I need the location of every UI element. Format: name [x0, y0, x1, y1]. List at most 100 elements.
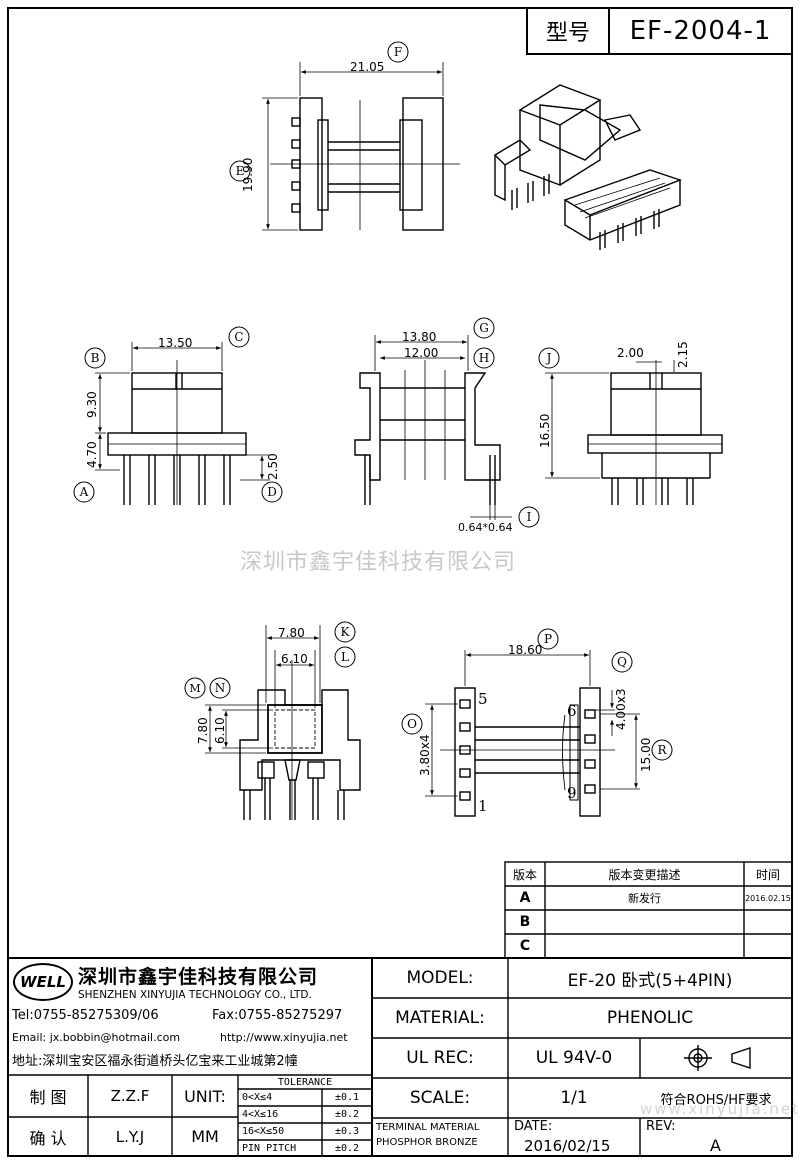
checked-by-label: 确 认 — [29, 1128, 67, 1148]
top-view — [262, 62, 460, 231]
rev-row-a-date: 2016.02.15 — [745, 893, 791, 903]
company-tel: Tel:0755-85275309/06 — [12, 1008, 159, 1023]
callout-c: C — [234, 330, 244, 344]
sheet-border — [7, 7, 793, 1157]
dim-front-h3: 2.50 — [266, 453, 280, 480]
scale-label: SCALE: — [409, 1088, 471, 1108]
front-view — [95, 342, 270, 505]
dim-pcb-pitch-right: 4.00x3 — [614, 688, 628, 730]
company-fax: Fax:0755-85275297 — [212, 1008, 343, 1023]
callout-f: F — [393, 45, 403, 59]
tol-range-1: 0<X≤4 — [242, 1092, 273, 1103]
pin-label-1: 1 — [478, 797, 488, 815]
company-logo-text: WELL — [20, 973, 66, 991]
callout-l: L — [341, 650, 349, 664]
callout-b: B — [90, 351, 100, 365]
tol-value-3: ±0.3 — [334, 1126, 360, 1137]
unit-label: UNIT: — [184, 1086, 226, 1106]
dim-bottom-w1: 7.80 — [278, 626, 305, 640]
rohs-compliance: 符合ROHS/HF要求 — [660, 1092, 772, 1108]
unit-value: MM — [191, 1127, 219, 1146]
terminal-material-value: PHOSPHOR BRONZE — [376, 1137, 478, 1148]
pin-label-9: 9 — [567, 784, 577, 802]
rev-row-c-version: C — [519, 938, 531, 954]
model-header-box — [526, 7, 793, 55]
tol-value-2: ±0.2 — [334, 1109, 360, 1120]
pcb-layout-view — [425, 650, 640, 817]
dim-front-h2: 4.70 — [85, 441, 99, 468]
terminal-material-label: TERMINAL MATERIAL — [376, 1122, 480, 1133]
dim-pcb-width: 18.60 — [508, 643, 543, 657]
company-email: Email: jx.bobbin@hotmail.com — [12, 1031, 181, 1044]
callout-r: R — [657, 743, 667, 757]
model-header-label: 型号 — [545, 21, 590, 46]
pin-label-5: 5 — [478, 690, 488, 708]
tol-range-2: 4<X≤16 — [242, 1109, 279, 1120]
dim-pcb-pitch-left: 3.80x4 — [418, 734, 432, 776]
watermark-url: www.xinyujia.net — [640, 1100, 800, 1118]
rev-label: REV: — [646, 1119, 676, 1134]
dim-right-w2: 2.15 — [676, 341, 690, 368]
callout-p: P — [543, 632, 553, 646]
checked-by-value: L.Y.J — [115, 1127, 145, 1146]
company-name-en: SHENZHEN XINYUJIA TECHNOLOGY CO., LTD. — [78, 989, 312, 1001]
dim-bottom-h1: 7.80 — [196, 717, 210, 744]
callout-o: O — [407, 717, 417, 731]
rohs-symbol-icon — [684, 1045, 751, 1071]
watermark-company: 深圳市鑫宇佳科技有限公司 — [240, 550, 517, 575]
side-view — [354, 335, 512, 520]
material-value: PHENOLIC — [606, 1008, 694, 1028]
dim-front-width: 13.50 — [158, 336, 193, 350]
drawn-by-label: 制 图 — [29, 1088, 67, 1107]
tol-value-1: ±0.1 — [334, 1092, 360, 1103]
dim-top-width: 21.05 — [350, 60, 385, 74]
rev-row-a-desc: 新发行 — [628, 892, 661, 905]
isometric-view — [493, 84, 683, 250]
date-label: DATE: — [514, 1119, 553, 1134]
ulrec-label: UL REC: — [406, 1048, 474, 1068]
tol-range-3: 16<X≤50 — [242, 1126, 285, 1137]
date-value: 2016/02/15 — [524, 1137, 611, 1155]
rev-header-desc: 版本变更描述 — [608, 867, 681, 882]
callout-circles — [73, 41, 673, 761]
tolerance-title: TOLERANCE — [277, 1076, 333, 1088]
dim-bottom-h2: 6.10 — [213, 717, 227, 744]
bottom-view — [205, 625, 361, 820]
callout-g: G — [479, 321, 489, 335]
dim-pcb-height: 15.00 — [639, 737, 653, 772]
callout-m: M — [189, 681, 201, 695]
dim-bottom-w2: 6.10 — [281, 652, 308, 666]
dim-side-w1: 13.80 — [402, 330, 437, 344]
callout-j: J — [546, 351, 552, 365]
dim-right-w: 2.00 — [617, 346, 644, 360]
tol-value-4: ±0.2 — [334, 1142, 360, 1154]
callout-e: E — [235, 164, 245, 178]
right-view — [545, 360, 723, 505]
dim-front-h1: 9.30 — [85, 391, 99, 418]
dim-side-w2: 12.00 — [404, 346, 439, 360]
company-logo: WELL — [13, 963, 73, 1001]
callout-i: I — [526, 510, 532, 524]
rev-row-b-version: B — [519, 914, 531, 930]
model-value: EF-20 卧式(5+4PIN) — [567, 970, 733, 991]
company-name-cn: 深圳市鑫宇佳科技有限公司 — [78, 966, 319, 988]
rev-value: A — [710, 1136, 721, 1155]
drawn-by-value: Z.Z.F — [110, 1087, 150, 1105]
model-header-value: EF-2004-1 — [629, 16, 772, 46]
company-web: http://www.xinyujia.net — [220, 1031, 348, 1044]
title-block-grid — [8, 957, 792, 1156]
ulrec-value: UL 94V-0 — [535, 1048, 613, 1068]
rev-header-version: 版本 — [512, 867, 537, 882]
callout-d: D — [267, 485, 277, 499]
company-address: 地址:深圳宝安区福永街道桥头亿宝来工业城第2幢 — [12, 1054, 298, 1069]
rev-row-a-version: A — [519, 890, 531, 906]
callout-a: A — [79, 485, 89, 499]
callout-n: N — [214, 681, 226, 695]
callout-h: H — [478, 351, 490, 365]
pin-label-6: 6 — [567, 702, 577, 720]
model-label: MODEL: — [406, 968, 474, 988]
scale-value: 1/1 — [560, 1088, 588, 1108]
material-label: MATERIAL: — [395, 1008, 485, 1028]
